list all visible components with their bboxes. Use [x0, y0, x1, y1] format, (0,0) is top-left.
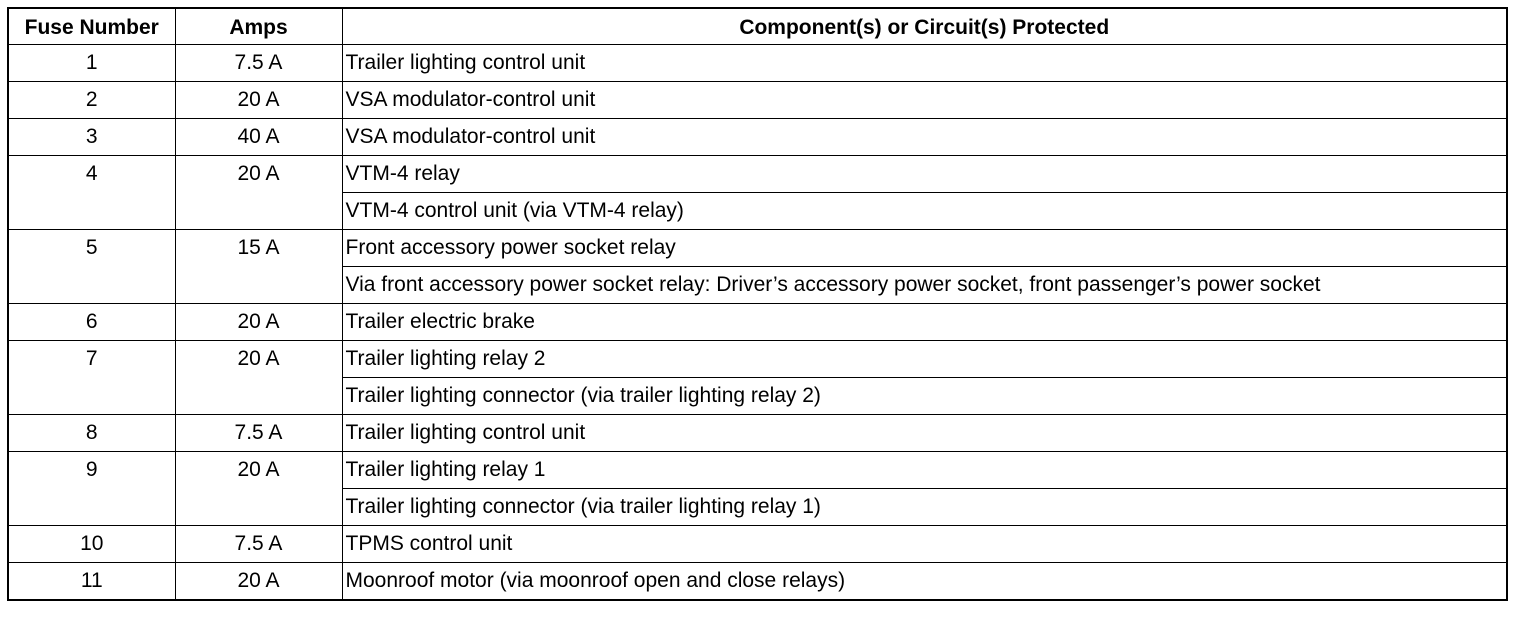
header-components: Component(s) or Circuit(s) Protected [341, 7, 1508, 45]
component-cell: Front accessory power socket relay [341, 229, 1508, 267]
fuse-number-cell: 3 [7, 118, 176, 156]
amps-cell: 15 A [174, 229, 343, 304]
amps-cell: 7.5 A [174, 44, 343, 82]
fuse-number-cell: 8 [7, 414, 176, 452]
component-cell: TPMS control unit [341, 525, 1508, 563]
fuse-number-cell: 2 [7, 81, 176, 119]
component-cell: VTM-4 relay [341, 155, 1508, 193]
component-cell: Trailer lighting connector (via trailer … [341, 488, 1508, 526]
fuse-table: Fuse Number Amps Component(s) or Circuit… [7, 7, 1508, 601]
table-row: Trailer lighting connector (via trailer … [8, 488, 1508, 526]
fuse-number-cell: 4 [7, 155, 176, 230]
component-cell: VTM-4 control unit (via VTM-4 relay) [341, 192, 1508, 230]
component-cell: Trailer lighting control unit [341, 414, 1508, 452]
fuse-number-cell: 6 [7, 303, 176, 341]
amps-cell: 7.5 A [174, 414, 343, 452]
component-cell: Trailer lighting relay 1 [341, 451, 1508, 489]
component-cell: Trailer lighting control unit [341, 44, 1508, 82]
amps-cell: 20 A [174, 155, 343, 230]
amps-cell: 7.5 A [174, 525, 343, 563]
amps-cell: 20 A [174, 81, 343, 119]
amps-cell: 20 A [174, 303, 343, 341]
header-amps: Amps [174, 7, 343, 45]
fuse-number-cell: 1 [7, 44, 176, 82]
amps-cell: 40 A [174, 118, 343, 156]
table-row: VTM-4 control unit (via VTM-4 relay) [8, 192, 1508, 230]
component-cell: Trailer lighting connector (via trailer … [341, 377, 1508, 415]
component-cell: VSA modulator-control unit [341, 81, 1508, 119]
component-cell: Trailer lighting relay 2 [341, 340, 1508, 378]
fuse-number-cell: 10 [7, 525, 176, 563]
fuse-number-cell: 9 [7, 451, 176, 526]
component-cell: Moonroof motor (via moonroof open and cl… [341, 562, 1508, 601]
component-cell: VSA modulator-control unit [341, 118, 1508, 156]
amps-cell: 20 A [174, 451, 343, 526]
table-row: Via front accessory power socket relay: … [8, 266, 1508, 304]
fuse-number-cell: 7 [7, 340, 176, 415]
table-header-row: Fuse Number Amps Component(s) or Circuit… [7, 7, 1508, 45]
component-cell: Via front accessory power socket relay: … [341, 266, 1508, 304]
fuse-number-cell: 11 [7, 562, 176, 601]
amps-cell: 20 A [174, 562, 343, 601]
amps-cell: 20 A [174, 340, 343, 415]
fuse-table-container: Fuse Number Amps Component(s) or Circuit… [7, 7, 1508, 601]
header-fuse-number: Fuse Number [7, 7, 176, 45]
fuse-number-cell: 5 [7, 229, 176, 304]
component-cell: Trailer electric brake [341, 303, 1508, 341]
